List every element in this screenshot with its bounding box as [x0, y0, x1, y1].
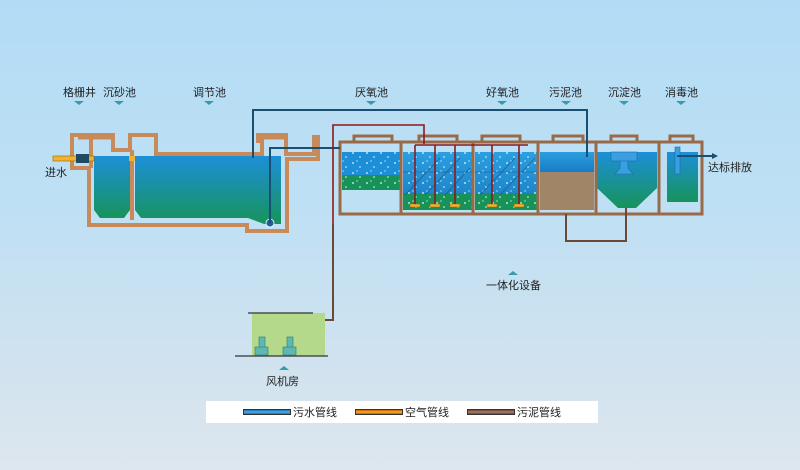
pretreatment-tanks [52, 133, 320, 233]
disinfection-water [667, 152, 698, 202]
legend-swatch-sewage [243, 409, 291, 415]
grille-screen [76, 154, 89, 163]
integrated-equipment [338, 134, 704, 216]
blower-icons [254, 336, 297, 356]
bio-media [403, 157, 537, 196]
label-aerobic-tank: 好氧池 [486, 85, 519, 99]
label-grit-tank: 沉砂池 [103, 86, 136, 99]
pretreatment-wall [70, 133, 320, 233]
marker-equalization-tank [204, 101, 214, 105]
equipment-walls [338, 134, 704, 216]
marker-blower-room [279, 366, 289, 370]
label-inlet: 进水 [45, 166, 67, 179]
legend-item-air: 空气管线 [355, 404, 449, 420]
marker-grille-well [74, 101, 84, 105]
legend-label-sludge: 污泥管线 [517, 406, 561, 419]
sludge-pipeline [565, 208, 627, 242]
label-disinfection-tank: 消毒池 [665, 85, 698, 99]
air-pipeline [332, 124, 528, 224]
sludge-tank-water [540, 152, 594, 172]
tank-labels: 格栅井 沉砂池 调节池 厌氧池 好氧池 污泥池 沉淀池 消毒池 [63, 85, 698, 105]
label-blower-room: 风机房 [266, 374, 299, 388]
grit-tank-water [94, 156, 130, 218]
marker-sludge-tank [561, 101, 571, 105]
sedimentation-water [597, 152, 657, 208]
discharge-arrow-icon [712, 153, 718, 159]
legend-item-sludge: 污泥管线 [467, 404, 561, 420]
marker-sedimentation-tank [619, 101, 629, 105]
legend-swatch-sludge [467, 409, 515, 415]
blower-room [235, 312, 328, 370]
sludge-tank-sludge [540, 172, 594, 210]
marker-aerobic-tank [497, 101, 507, 105]
legend-label-air: 空气管线 [405, 406, 449, 419]
legend-label-sewage: 污水管线 [293, 406, 337, 419]
marker-grit-tank [114, 101, 124, 105]
label-integrated-equipment: 一体化设备 [486, 278, 541, 292]
marker-anaerobic-tank [366, 101, 376, 105]
label-discharge: 达标排放 [708, 160, 752, 174]
legend: 污水管线 空气管线 污泥管线 [206, 401, 598, 423]
label-sludge-tank: 污泥池 [549, 86, 582, 99]
legend-item-sewage: 污水管线 [243, 404, 337, 420]
disinfection-doser [674, 146, 681, 175]
sewage-pipeline [252, 109, 712, 223]
grit-weir [129, 156, 135, 161]
center-well [610, 151, 638, 162]
reflector-plate [614, 160, 634, 175]
label-sedimentation-tank: 沉淀池 [608, 85, 641, 99]
label-anaerobic-tank: 厌氧池 [355, 85, 388, 99]
inlet-pipe [52, 155, 95, 162]
legend-swatch-air [355, 409, 403, 415]
equalization-tank-water [135, 156, 281, 224]
label-grille-well: 格栅井 [63, 85, 96, 99]
label-equalization-tank: 调节池 [193, 86, 226, 99]
marker-integrated-equipment [508, 271, 518, 275]
marker-disinfection-tank [676, 101, 686, 105]
